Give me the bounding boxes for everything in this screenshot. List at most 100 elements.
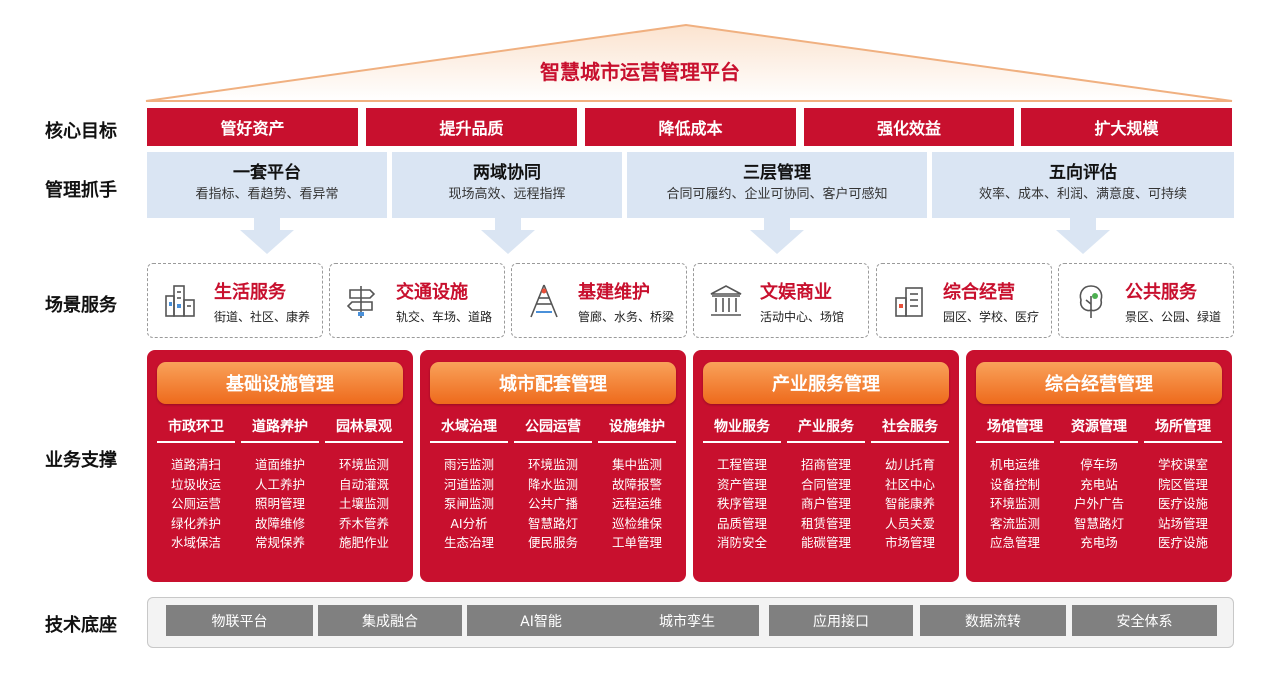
scene-subtitle: 景区、公园、绿道 [1125,310,1222,324]
biz-item: 土壤监测 [338,496,389,511]
biz-item: 医疗设施 [1157,496,1208,511]
scene-transport: 交通设施 轨交、车场、道路 [329,263,505,338]
biz-item: 商户管理 [800,496,851,511]
biz-item: 公共广播 [527,496,578,511]
biz-item: 故障报警 [611,476,662,492]
biz-item: 环境监测 [527,457,578,472]
biz-item: 租赁管理 [800,515,851,531]
biz-column: 产业服务 招商管理 合同管理 商户管理 租赁管理 能碳管理 [783,416,869,553]
lever-two-domains: 两域协同 现场高效、远程指挥 [392,152,622,218]
lever-one-platform: 一套平台 看指标、看趋势、看异常 [147,152,387,218]
biz-item: 雨污监测 [443,457,494,472]
biz-column-title: 园林景观 [325,416,403,443]
biz-item: 公厕运营 [170,496,221,511]
lever-title: 两域协同 [473,163,541,183]
lever-title: 一套平台 [233,163,301,183]
biz-panel-urban-supporting: 城市配套管理 水域治理 雨污监测 河道监测 泵闸监测 AI分析 生态治理 公园运… [420,350,686,582]
biz-item: 客流监测 [989,515,1040,531]
biz-item: 站场管理 [1157,515,1208,531]
down-arrow-icon [750,218,804,254]
biz-column-title: 市政环卫 [157,416,235,443]
biz-item: 机电运维 [989,457,1040,472]
biz-item: 智慧路灯 [527,515,578,531]
scene-subtitle: 管廊、水务、桥梁 [578,310,675,324]
biz-item: 医疗设施 [1157,535,1208,550]
biz-item: 工单管理 [611,535,662,550]
tech-data-flow: 数据流转 [920,605,1066,636]
scene-title: 生活服务 [214,282,286,303]
biz-item: 集中监测 [611,457,662,472]
tree-icon [1079,285,1103,318]
biz-item: 垃圾收运 [170,476,221,492]
biz-item: 学校课室 [1157,457,1208,472]
row-label-business: 业务支撑 [45,450,117,471]
scene-title: 综合经营 [943,282,1015,303]
biz-item: 巡检维保 [611,515,662,531]
biz-item: 设备控制 [989,476,1040,492]
museum-icon [710,285,742,316]
biz-item: 自动灌溉 [338,476,389,492]
biz-item: 招商管理 [800,457,851,472]
biz-column: 社会服务 幼儿托育 社区中心 智能康养 人员关爱 市场管理 [867,416,953,553]
building-icon [895,287,923,317]
roof-shape [145,23,1233,102]
biz-item: 常规保养 [254,535,305,550]
biz-item: 故障维修 [254,515,305,531]
biz-column-title: 道路养护 [241,416,319,443]
scene-subtitle: 轨交、车场、道路 [396,310,493,324]
biz-item: 社区中心 [884,476,935,492]
biz-item: 资产管理 [716,476,767,492]
goal-expand-scale: 扩大规模 [1021,108,1232,146]
biz-column-title: 场馆管理 [976,416,1054,443]
biz-panel-title: 综合经营管理 [976,362,1222,404]
goal-strengthen-benefit: 强化效益 [804,108,1014,146]
scene-title: 基建维护 [578,282,650,303]
goal-reduce-cost: 降低成本 [585,108,796,146]
scene-title: 公共服务 [1125,282,1197,303]
biz-column-title: 产业服务 [787,416,865,443]
lever-title: 五向评估 [1049,163,1117,183]
biz-column: 设施维护 集中监测 故障报警 远程运维 巡检维保 工单管理 [594,416,680,553]
row-label-levers: 管理抓手 [45,180,117,201]
biz-item: 消防安全 [716,535,767,550]
biz-column-title: 社会服务 [871,416,949,443]
biz-panel-title: 基础设施管理 [157,362,403,404]
goal-improve-quality: 提升品质 [366,108,577,146]
biz-item: 便民服务 [527,535,578,550]
biz-item: 施肥作业 [338,535,389,550]
biz-column: 场所管理 学校课室 院区管理 医疗设施 站场管理 医疗设施 [1140,416,1226,553]
biz-item: 照明管理 [254,496,305,511]
row-label-scenes: 场景服务 [45,295,117,316]
biz-item: 工程管理 [716,457,767,472]
biz-item: 远程运维 [611,496,662,511]
scene-subtitle: 活动中心、场馆 [760,310,845,324]
biz-item: 环境监测 [338,457,389,472]
biz-column: 园林景观 环境监测 自动灌溉 土壤监测 乔木管养 施肥作业 [321,416,407,553]
tech-digital-twin: 城市孪生 [615,605,759,636]
biz-item: 能碳管理 [800,535,851,550]
tech-integration: 集成融合 [318,605,462,636]
city-buildings-icon [165,285,195,317]
tech-security: 安全体系 [1072,605,1217,636]
down-arrow-icon [481,218,535,254]
scene-infrastructure: 基建维护 管廊、水务、桥梁 [511,263,687,338]
biz-item: 停车场 [1080,457,1118,472]
lever-subtitle: 看指标、看趋势、看异常 [195,187,339,202]
biz-item: 环境监测 [989,496,1040,511]
biz-item: 人员关爱 [884,515,935,531]
biz-column: 公园运营 环境监测 降水监测 公共广播 智慧路灯 便民服务 [510,416,596,553]
scene-life-service: 生活服务 街道、社区、康养 [147,263,323,338]
biz-item: 品质管理 [716,515,767,531]
scene-subtitle: 园区、学校、医疗 [943,310,1040,324]
biz-column: 物业服务 工程管理 资产管理 秩序管理 品质管理 消防安全 [699,416,785,553]
biz-item: 合同管理 [800,476,851,492]
biz-item: 泵闸监测 [443,496,494,511]
biz-item: 秩序管理 [716,496,767,511]
lever-title: 三层管理 [743,163,811,183]
biz-item: 户外广告 [1073,496,1124,511]
biz-item: 应急管理 [989,535,1040,550]
biz-item: 河道监测 [443,476,494,492]
biz-panel-title: 城市配套管理 [430,362,676,404]
lever-five-directions: 五向评估 效率、成本、利润、满意度、可持续 [932,152,1234,218]
biz-column: 道路养护 道面维护 人工养护 照明管理 故障维修 常规保养 [237,416,323,553]
